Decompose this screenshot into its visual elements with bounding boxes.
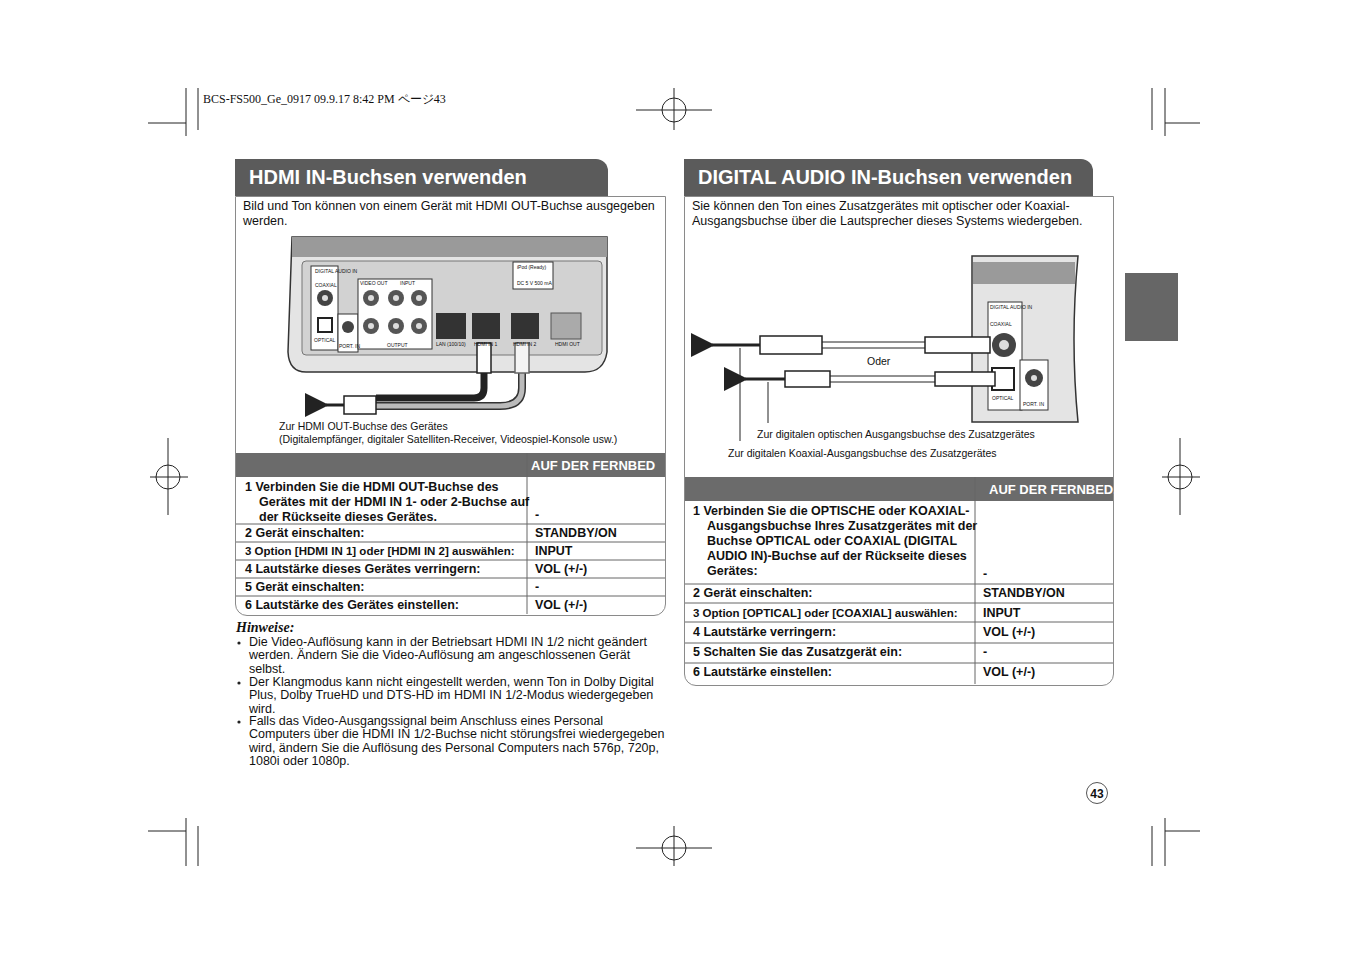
- intro-text: Sie können den Ton eines Zusatzgerätes m…: [692, 199, 1106, 229]
- jack-label: OPTICAL: [992, 396, 1013, 401]
- remote-key: -: [535, 580, 539, 595]
- remote-key: VOL (+/-): [983, 625, 1035, 640]
- jack-label: PORT. IN: [339, 344, 360, 349]
- jack-label: PORT. IN: [1023, 402, 1044, 407]
- jack-label: COAXIAL: [990, 322, 1012, 327]
- jack-label: VIDEO OUT: [360, 281, 388, 286]
- step-text: 6 Lautstärke einstellen:: [693, 665, 987, 680]
- section-heading: DIGITAL AUDIO IN-Buchsen verwenden: [684, 159, 1093, 196]
- step-text: 1 Verbinden Sie die HDMI OUT-Buchse des …: [245, 480, 539, 525]
- remote-key: INPUT: [535, 544, 573, 559]
- jack-label: DIGITAL AUDIO IN: [315, 269, 357, 274]
- jack-label: DC 5 V 500 mA: [517, 281, 552, 286]
- note-bullets: [237, 641, 240, 723]
- remote-key: VOL (+/-): [983, 665, 1035, 680]
- thumb-tab: [1125, 273, 1178, 341]
- step-text: 2 Gerät einschalten:: [245, 526, 539, 541]
- print-slug: BCS-FS500_Ge_0917 09.9.17 8:42 PM ページ43: [203, 93, 446, 106]
- audio-cables: [712, 336, 995, 441]
- jack-label: iPod (Ready): [517, 265, 546, 270]
- remote-key: STANDBY/ON: [983, 586, 1065, 601]
- note-text: Die Video-Auflösung kann in der Betriebs…: [249, 636, 667, 676]
- jack-label: OPTICAL: [314, 338, 335, 343]
- notes-heading: Hinweise:: [236, 620, 294, 635]
- jack-label: OUTPUT: [387, 343, 408, 348]
- jack-label: DIGITAL AUDIO IN: [990, 305, 1032, 310]
- jack-label: HDMI IN 1: [474, 342, 497, 347]
- section-heading: HDMI IN-Buchsen verwenden: [235, 159, 608, 196]
- remote-key: VOL (+/-): [535, 562, 587, 577]
- step-text: 3 Option [HDMI IN 1] oder [HDMI IN 2] au…: [245, 544, 525, 558]
- step-text: 4 Lautstärke verringern:: [693, 625, 987, 640]
- remote-key: INPUT: [983, 606, 1021, 621]
- page-number: 43: [1086, 782, 1108, 804]
- remote-table-grid: [236, 453, 665, 614]
- jack-label: HDMI OUT: [555, 342, 580, 347]
- hdmi-cable: [326, 343, 529, 414]
- intro-text: Bild und Ton können von einem Gerät mit …: [243, 199, 658, 229]
- step-text: 4 Lautstärke dieses Gerätes verringern:: [245, 562, 539, 577]
- table-header: AUF DER FERNBED: [531, 458, 655, 473]
- remote-key: -: [983, 645, 987, 660]
- callout-text: Zur digitalen Koaxial-Ausgangsbuchse des…: [728, 447, 997, 460]
- table-header: AUF DER FERNBED.: [989, 482, 1117, 497]
- crop-marks: [148, 88, 1200, 866]
- jack-label: INPUT: [400, 281, 415, 286]
- device-rear-panel: [288, 237, 607, 372]
- callout-text: (Digitalempfänger, digitaler Satelliten-…: [279, 433, 659, 446]
- step-text: 1 Verbinden Sie die OPTISCHE oder KOAXIA…: [693, 504, 987, 579]
- remote-key: STANDBY/ON: [535, 526, 617, 541]
- jack-label: LAN (100/10): [436, 342, 466, 347]
- callout-text: Oder: [867, 355, 890, 368]
- remote-key: VOL (+/-): [535, 598, 587, 613]
- jack-label: COAXIAL: [315, 283, 337, 288]
- note-text: Falls das Video-Ausgangssignal beim Ansc…: [249, 715, 667, 768]
- step-text: 5 Schalten Sie das Zusatzgerät ein:: [693, 645, 987, 660]
- step-text: 3 Option [OPTICAL] oder [COAXIAL] auswäh…: [693, 606, 973, 620]
- step-text: 2 Gerät einschalten:: [693, 586, 987, 601]
- remote-key: -: [535, 508, 539, 523]
- callout-text: Zur HDMI OUT-Buchse des Gerätes: [279, 420, 659, 433]
- remote-key: -: [983, 567, 987, 582]
- note-text: Der Klangmodus kann nicht eingestellt we…: [249, 676, 667, 716]
- jack-label: HDMI IN 2: [513, 342, 536, 347]
- remote-table-grid: [685, 477, 1113, 684]
- step-text: 5 Gerät einschalten:: [245, 580, 539, 595]
- callout-text: Zur digitalen optischen Ausgangsbuchse d…: [757, 428, 1035, 441]
- step-text: 6 Lautstärke des Gerätes einstellen:: [245, 598, 539, 613]
